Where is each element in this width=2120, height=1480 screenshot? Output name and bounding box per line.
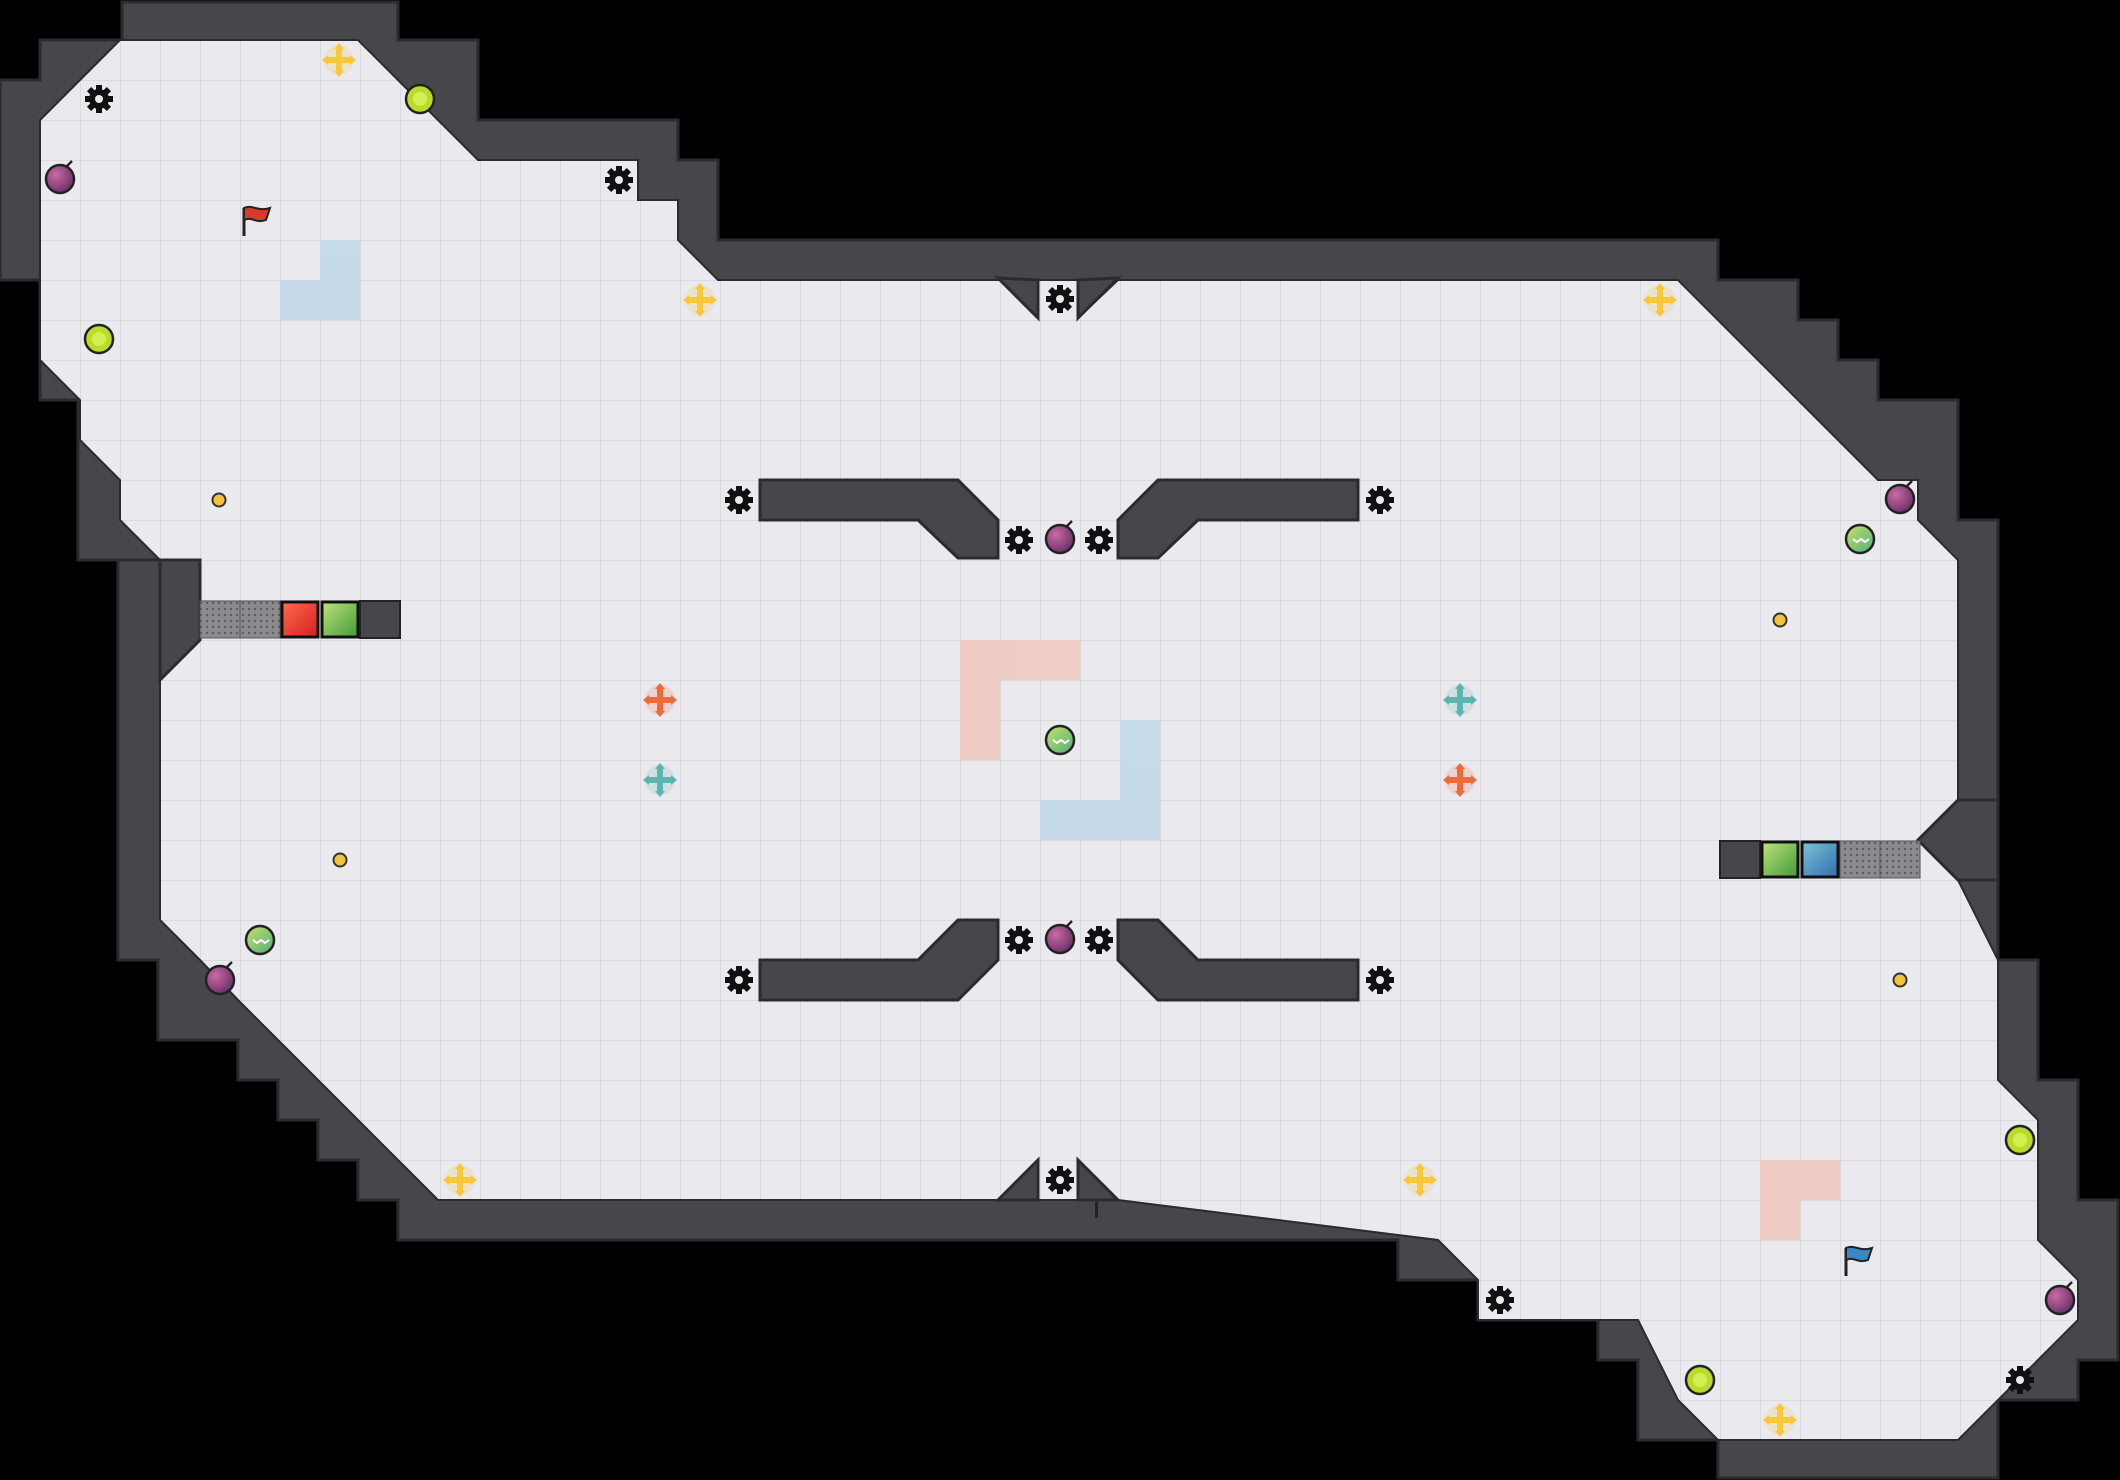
bomb-icon[interactable] <box>2044 1281 2076 1316</box>
bombs <box>44 160 2076 1316</box>
speed-pads <box>244 523 1876 956</box>
bomb-icon[interactable] <box>1044 520 1076 555</box>
gear-icon <box>85 85 113 113</box>
powerup-cross-icon[interactable] <box>1643 283 1677 317</box>
left-gate-row <box>199 600 401 639</box>
blue-team-zones <box>280 240 1160 840</box>
speed-pad-icon[interactable] <box>1044 724 1076 756</box>
boost-pad-icon[interactable] <box>2004 1124 2036 1156</box>
tokens <box>211 492 1908 988</box>
red-flag-icon[interactable] <box>242 205 272 236</box>
powerup-cross-icon[interactable] <box>443 1163 477 1197</box>
gear-icon <box>1046 285 1074 313</box>
right-gate-row <box>1719 840 1921 879</box>
gear-icon <box>1005 526 1033 554</box>
powerup-cross-icon[interactable] <box>643 683 677 717</box>
powerup-cross-icon[interactable] <box>322 43 356 77</box>
gear-icon <box>725 486 753 514</box>
gear-icon <box>1005 926 1033 954</box>
coin-icon[interactable] <box>211 492 227 508</box>
interior-walls <box>118 276 2000 1202</box>
spawn-gears <box>85 85 2034 1394</box>
bomb-icon[interactable] <box>204 961 236 996</box>
boost-pads <box>83 83 2036 1396</box>
red-team-zones <box>960 640 1840 1240</box>
gear-icon <box>2006 1366 2034 1394</box>
bomb-icon[interactable] <box>1884 480 1916 515</box>
wall-marker <box>1095 1202 1098 1218</box>
gear-icon <box>725 966 753 994</box>
gear-icon <box>1366 966 1394 994</box>
powerup-crosses <box>322 43 1797 1437</box>
gear-icon <box>1046 1166 1074 1194</box>
gear-icon <box>1085 926 1113 954</box>
boost-pad-icon[interactable] <box>1684 1364 1716 1396</box>
powerup-cross-icon[interactable] <box>683 283 717 317</box>
powerup-cross-icon[interactable] <box>1443 683 1477 717</box>
powerup-cross-icon[interactable] <box>1403 1163 1437 1197</box>
gear-icon <box>605 166 633 194</box>
gear-icon <box>1366 486 1394 514</box>
speed-pad-icon[interactable] <box>244 924 276 956</box>
powerup-cross-icon[interactable] <box>643 763 677 797</box>
boost-pad-icon[interactable] <box>404 83 436 115</box>
powerup-cross-icon[interactable] <box>1763 1403 1797 1437</box>
bomb-icon[interactable] <box>44 160 76 195</box>
speed-pad-icon[interactable] <box>1844 523 1876 555</box>
blue-flag-icon[interactable] <box>1844 1245 1874 1276</box>
bomb-icon[interactable] <box>1044 920 1076 955</box>
boost-pad-icon[interactable] <box>83 323 115 355</box>
coin-icon[interactable] <box>1892 972 1908 988</box>
powerup-cross-icon[interactable] <box>1443 763 1477 797</box>
coin-icon[interactable] <box>1772 612 1788 628</box>
coin-icon[interactable] <box>332 852 348 868</box>
gear-icon <box>1085 526 1113 554</box>
gear-icon <box>1486 1286 1514 1314</box>
